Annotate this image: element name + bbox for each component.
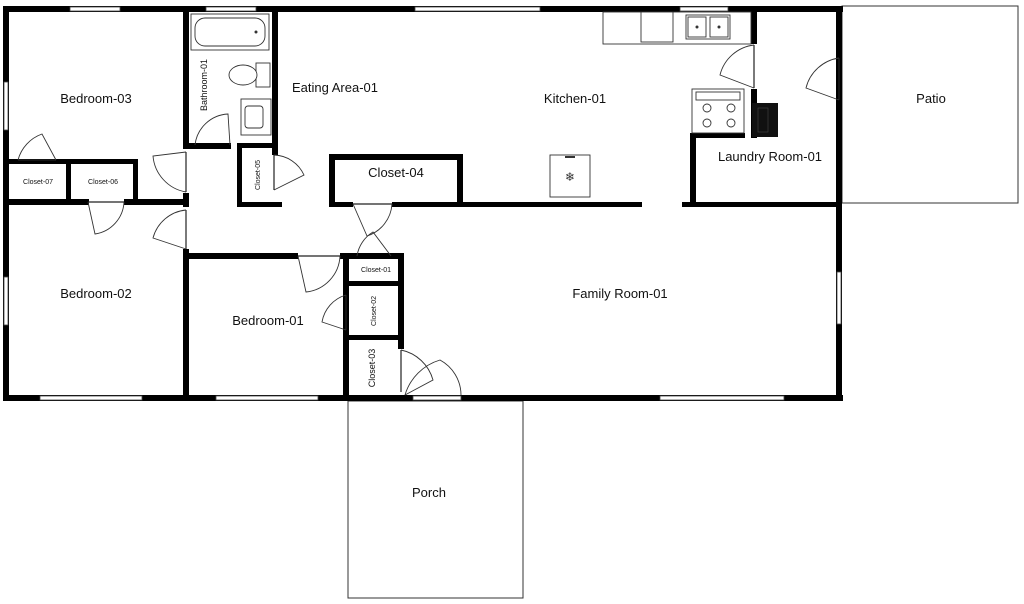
utility-block xyxy=(752,103,778,137)
room-label-family-room-01: Family Room-01 xyxy=(572,286,667,301)
room-label-closet-04: Closet-04 xyxy=(368,165,424,180)
fixtures: ❄ xyxy=(190,11,778,198)
room-label-closet-02: Closet-02 xyxy=(371,296,378,326)
room-label-closet-05: Closet-05 xyxy=(255,160,262,190)
room-label-bedroom-01: Bedroom-01 xyxy=(232,313,304,328)
room-label-bathroom-01: Bathroom-01 xyxy=(199,59,209,111)
room-label-closet-06: Closet-06 xyxy=(88,179,118,186)
refrigerator-icon: ❄ xyxy=(549,154,591,198)
room-label-bedroom-03: Bedroom-03 xyxy=(60,91,132,106)
interior-walls xyxy=(3,6,842,401)
room-label-eating-area-01: Eating Area-01 xyxy=(292,80,378,95)
room-labels: Bedroom-03 Bathroom-01 Eating Area-01 Ki… xyxy=(23,59,946,500)
room-label-closet-03: Closet-03 xyxy=(367,349,377,388)
windows xyxy=(3,6,842,401)
kitchen-sink-icon xyxy=(685,14,731,40)
room-label-bedroom-02: Bedroom-02 xyxy=(60,286,132,301)
room-label-patio: Patio xyxy=(916,91,946,106)
stove-icon xyxy=(691,88,745,134)
toilet-icon xyxy=(228,62,271,88)
room-label-laundry-room-01: Laundry Room-01 xyxy=(718,149,822,164)
room-label-closet-07: Closet-07 xyxy=(23,179,53,186)
room-label-porch: Porch xyxy=(412,485,446,500)
svg-text:❄: ❄ xyxy=(565,170,575,184)
room-label-kitchen-01: Kitchen-01 xyxy=(544,91,606,106)
doors xyxy=(17,44,840,396)
sink-icon xyxy=(240,98,272,136)
room-label-closet-01: Closet-01 xyxy=(361,267,391,274)
